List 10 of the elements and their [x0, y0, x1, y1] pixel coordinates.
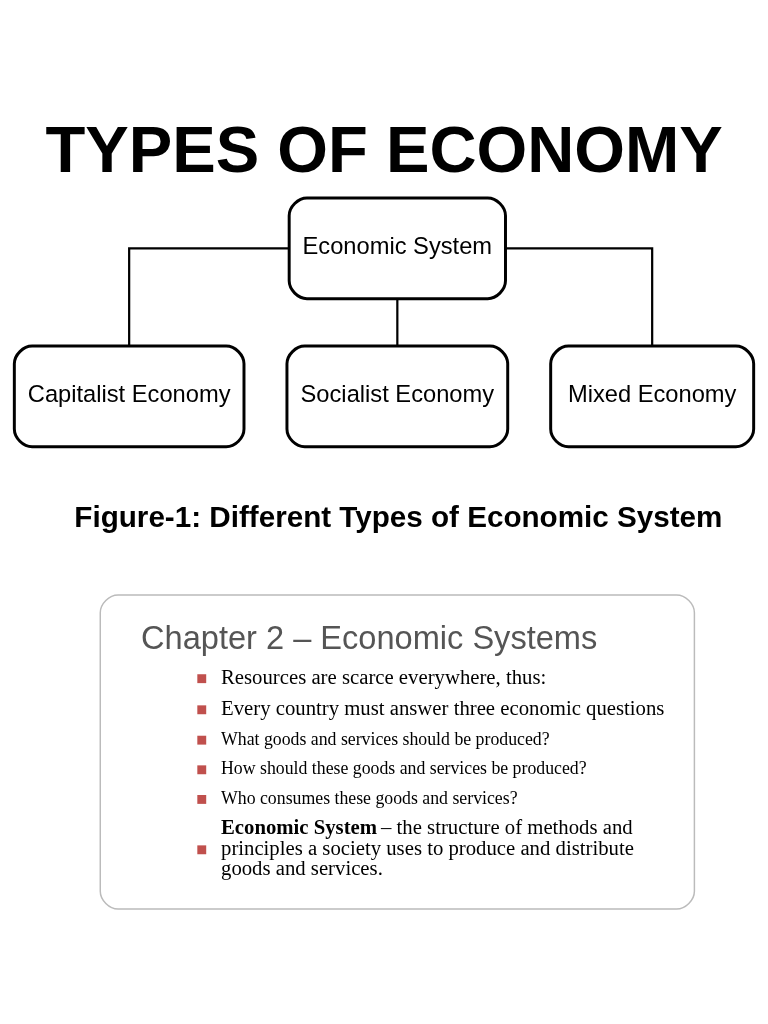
- diagram-title: TYPES OF ECONOMY: [45, 112, 723, 186]
- node-box: Chapter 2 – Economic Systems Resources are scarce everywhere, thus: Every country must answer three economic questions What goods and services should be produced? How should these goods and services be produced? Who consumes these goods and services? Economic System – the structure of methods and principles a society uses to produce and distribute goods and services.: [99, 594, 696, 910]
- node-box: Capitalist Economy: [12, 344, 246, 449]
- node-box: Socialist Economy: [285, 344, 510, 449]
- connector: [128, 247, 290, 346]
- caption: Figure-1: Different Types of Economic System: [74, 499, 723, 533]
- node-box: Economic System: [287, 196, 507, 301]
- node-box: Mixed Economy: [549, 344, 756, 449]
- connector: [396, 298, 399, 346]
- connector: [506, 247, 654, 346]
